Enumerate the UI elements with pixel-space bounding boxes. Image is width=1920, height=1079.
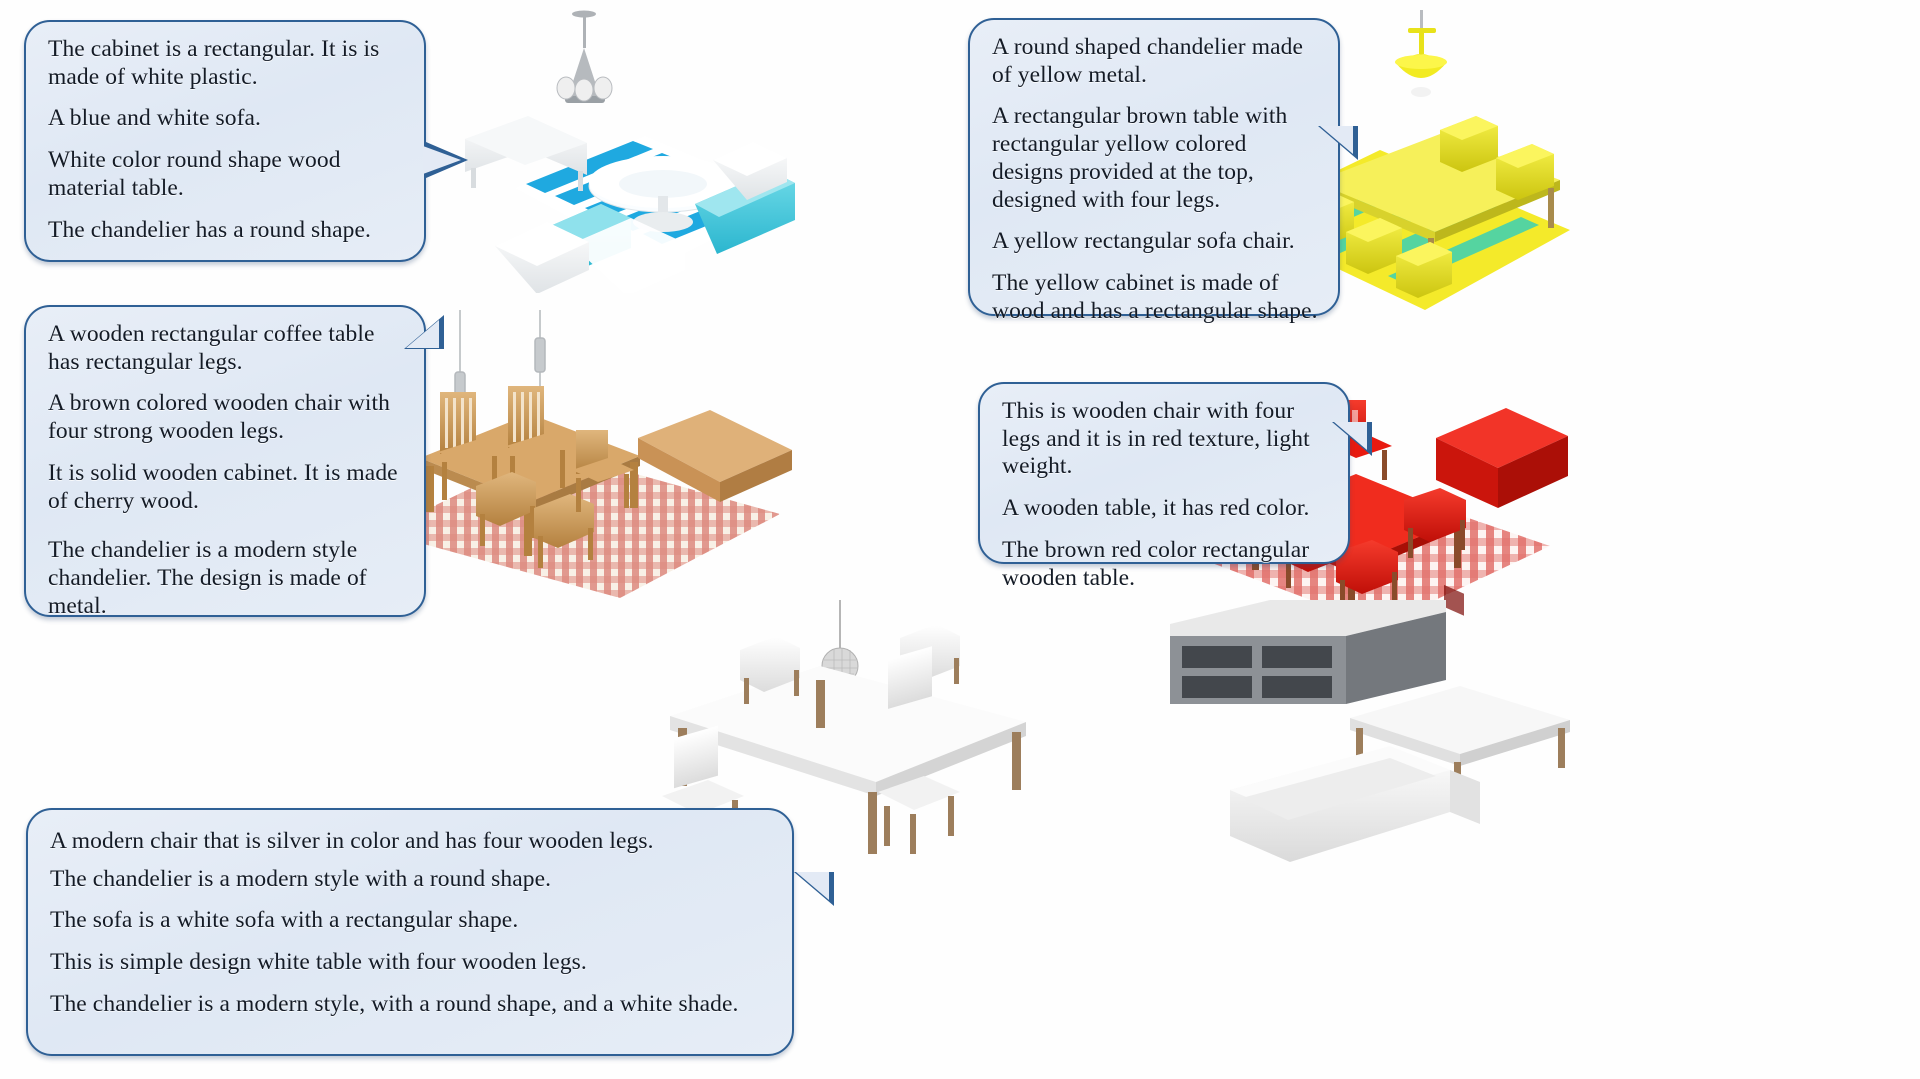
chairs (438, 386, 634, 568)
sofa (1230, 746, 1480, 862)
chandelier (1395, 10, 1447, 97)
chair (1440, 116, 1498, 172)
armchair-left (495, 222, 589, 293)
side-table (1350, 686, 1570, 804)
bubble-living-room-white-blue[interactable]: The cabinet is a rectangular. It is is m… (24, 20, 468, 262)
bubble-line: A blue and white sofa. (48, 105, 261, 132)
bubble-line: A round shaped chandelier made of yellow… (992, 34, 1304, 88)
scene-wooden-dining-room (380, 310, 810, 610)
scene-white-blue-living-room (395, 8, 795, 293)
chair (1396, 242, 1452, 298)
bubble-dining-room-yellow[interactable]: A round shaped chandelier made of yellow… (968, 18, 1358, 324)
bubble-dining-room-wood[interactable]: A wooden rectangular coffee table has re… (24, 305, 444, 619)
scene-grey-living-room (1150, 600, 1590, 890)
chairs (662, 624, 960, 858)
bubble-line: The chandelier is a modern style chandel… (48, 537, 367, 619)
chair (438, 392, 504, 500)
bubble-line: It is solid wooden cabinet. It is made o… (48, 459, 398, 514)
bubble-line: The brown red color rectangular wooden t… (1002, 536, 1310, 591)
shelf (1170, 600, 1446, 704)
bubble-line: The chandelier is a modern style, with a… (50, 990, 739, 1017)
bubble-line: The yellow cabinet is made of wood and h… (992, 270, 1318, 324)
bubble-dining-room-red[interactable]: This is wooden chair with four legs and … (978, 382, 1372, 591)
bubble-line: White color round shape wood material ta… (48, 147, 341, 201)
bubble-line: A yellow rectangular sofa chair. (992, 228, 1295, 255)
bubble-line: A modern chair that is silver in color a… (50, 828, 654, 854)
chair (476, 472, 536, 546)
cabinet (465, 116, 587, 191)
bubble-line: The sofa is a white sofa with a rectangu… (50, 907, 519, 934)
chair (1404, 488, 1466, 558)
bubble-line: This is simple design white table with f… (50, 949, 587, 976)
bench (638, 410, 792, 502)
bubble-line: A wooden table, it has red color. (1002, 495, 1310, 522)
chair (1496, 144, 1554, 200)
bubble-line: A wooden rectangular coffee table has re… (48, 321, 375, 375)
chair (1336, 540, 1398, 610)
chair (740, 636, 800, 704)
shelf (1436, 408, 1568, 616)
chair (878, 646, 960, 854)
chair (506, 386, 572, 494)
dining-table (670, 666, 1026, 854)
chair (1346, 218, 1402, 274)
chair (572, 430, 634, 512)
bubble-line: The cabinet is a rectangular. It is is m… (48, 36, 380, 90)
scene-white-dining-room (640, 600, 1070, 870)
bubble-dining-room-white[interactable]: A modern chair that is silver in color a… (26, 808, 834, 1056)
bubble-line: This is wooden chair with four legs and … (1002, 398, 1310, 480)
round-table (588, 156, 738, 232)
bubble-line: The chandelier has a round shape. (48, 216, 372, 243)
chandelier (556, 10, 613, 103)
armchair-right (713, 142, 787, 200)
bubble-line: A brown colored wooden chair with four s… (48, 390, 391, 445)
bubble-line: The chandelier is a modern style with a … (50, 865, 552, 892)
bubble-line: A rectangular brown table with rectangul… (992, 103, 1288, 213)
